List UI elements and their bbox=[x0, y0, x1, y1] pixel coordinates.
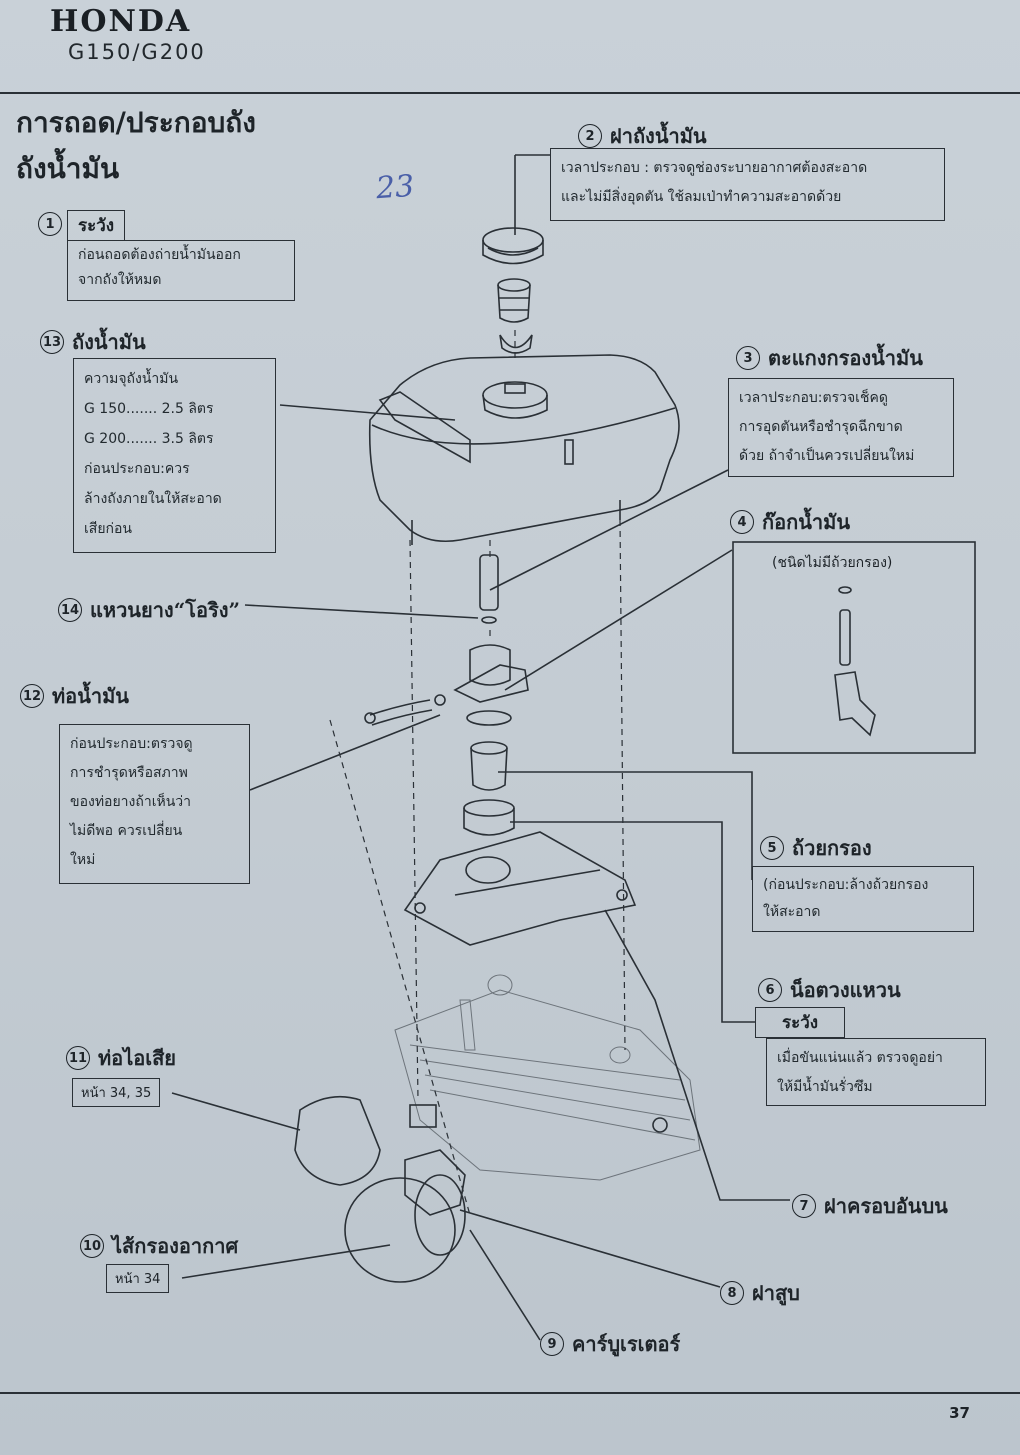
callout-10: 10 ไส้กรองอากาศ bbox=[80, 1230, 238, 1262]
callout-label: ฝาถังน้ำมัน bbox=[610, 124, 707, 148]
header-rule bbox=[0, 92, 1020, 94]
warning-label: ระวัง bbox=[67, 210, 126, 241]
strainer-part bbox=[497, 278, 533, 354]
cylinder-head-part bbox=[394, 974, 701, 1181]
page-title-line2: ถังน้ำมัน bbox=[16, 152, 120, 185]
page-reference: หน้า 34, 35 bbox=[72, 1078, 161, 1107]
page-reference: หน้า 34 bbox=[106, 1264, 170, 1293]
callout-5-note: (ก่อนประกอบ:ล้างถ้วยกรอง ให้สะอาด bbox=[752, 866, 974, 932]
callout-label: ฝาสูบ bbox=[752, 1281, 800, 1305]
upper-cover-part bbox=[403, 831, 637, 946]
callout-label: ท่อน้ำมัน bbox=[52, 684, 129, 708]
callout-5: 5 ถ้วยกรอง bbox=[760, 832, 872, 864]
fuel-valve-part bbox=[453, 554, 529, 836]
callout-label: ท่อไอเสีย bbox=[98, 1046, 177, 1070]
brand-logo: HONDA bbox=[50, 4, 192, 39]
callout-3-note: เวลาประกอบ:ตรวจเช็คดู การอุดตันหรือชำรุด… bbox=[728, 378, 954, 477]
callout-8: 8 ฝาสูบ bbox=[720, 1277, 800, 1309]
callout-4: 4 ก๊อกน้ำมัน bbox=[730, 506, 850, 538]
fuel-hose-part bbox=[364, 694, 446, 726]
fuel-tank-part bbox=[368, 354, 680, 545]
callout-14: 14 แหวนยาง“โอริง” bbox=[58, 594, 240, 626]
inset-caption: (ชนิดไม่มีถ้วยกรอง) bbox=[772, 555, 893, 571]
callout-number: 1 bbox=[38, 212, 62, 236]
callout-6-note: เมื่อขันแน่นแล้ว ตรวจดูอย่า ให้มีน้ำมันร… bbox=[766, 1038, 986, 1106]
warning-label: ระวัง bbox=[755, 1007, 845, 1038]
callout-2-note: เวลาประกอบ : ตรวจดูช่องระบายอากาศต้องสะอ… bbox=[550, 148, 945, 221]
callout-label: คาร์บูเรเตอร์ bbox=[572, 1332, 681, 1356]
callout-label: ถังน้ำมัน bbox=[72, 330, 146, 354]
muffler-part bbox=[294, 1095, 381, 1186]
callout-6: 6 น็อตวงแหวน bbox=[758, 974, 901, 1006]
inset-box bbox=[732, 541, 976, 754]
inset-valve-part bbox=[834, 586, 876, 737]
callout-7: 7 ฝาครอบอันบน bbox=[792, 1190, 948, 1222]
fuel-cap-part bbox=[482, 227, 544, 265]
callout-13: 13 ถังน้ำมัน bbox=[40, 326, 146, 358]
callout-label: ถ้วยกรอง bbox=[792, 836, 872, 860]
callout-1-note: ก่อนถอดต้องถ่ายน้ำมันออก จากถังให้หมด bbox=[67, 240, 295, 301]
callout-label: ตะแกงกรองน้ำมัน bbox=[768, 346, 923, 370]
model-number: G150/G200 bbox=[68, 40, 206, 64]
callout-label: ไส้กรองอากาศ bbox=[112, 1234, 239, 1258]
carburetor-part bbox=[404, 1104, 668, 1216]
callout-label: ฝาครอบอันบน bbox=[824, 1194, 948, 1218]
assembly-axis-lines bbox=[329, 330, 626, 1216]
callout-12: 12 ท่อน้ำมัน bbox=[20, 680, 129, 712]
leader-lines bbox=[171, 154, 790, 1341]
callout-13-note: ความจุถังน้ำมัน G 150....... 2.5 ลิตร G … bbox=[73, 358, 276, 553]
page-title-line1: การถอด/ประกอบถัง bbox=[16, 106, 256, 139]
callout-label: น็อตวงแหวน bbox=[790, 978, 901, 1002]
callout-label: ก๊อกน้ำมัน bbox=[762, 510, 850, 534]
callout-12-note: ก่อนประกอบ:ตรวจดู การชำรุดหรือสภาพ ของท่… bbox=[59, 724, 250, 884]
callout-2: 2 ฝาถังน้ำมัน bbox=[578, 120, 707, 152]
page-number: 37 bbox=[949, 1404, 970, 1422]
air-cleaner-part bbox=[344, 1174, 466, 1283]
callout-9: 9 คาร์บูเรเตอร์ bbox=[540, 1328, 680, 1360]
callout-1: 1 bbox=[38, 212, 62, 236]
callout-11: 11 ท่อไอเสีย bbox=[66, 1042, 176, 1074]
callout-3: 3 ตะแกงกรองน้ำมัน bbox=[736, 342, 923, 374]
callout-label: แหวนยาง“โอริง” bbox=[90, 598, 240, 622]
page-title: การถอด/ประกอบถัง ถังน้ำมัน bbox=[16, 100, 256, 192]
